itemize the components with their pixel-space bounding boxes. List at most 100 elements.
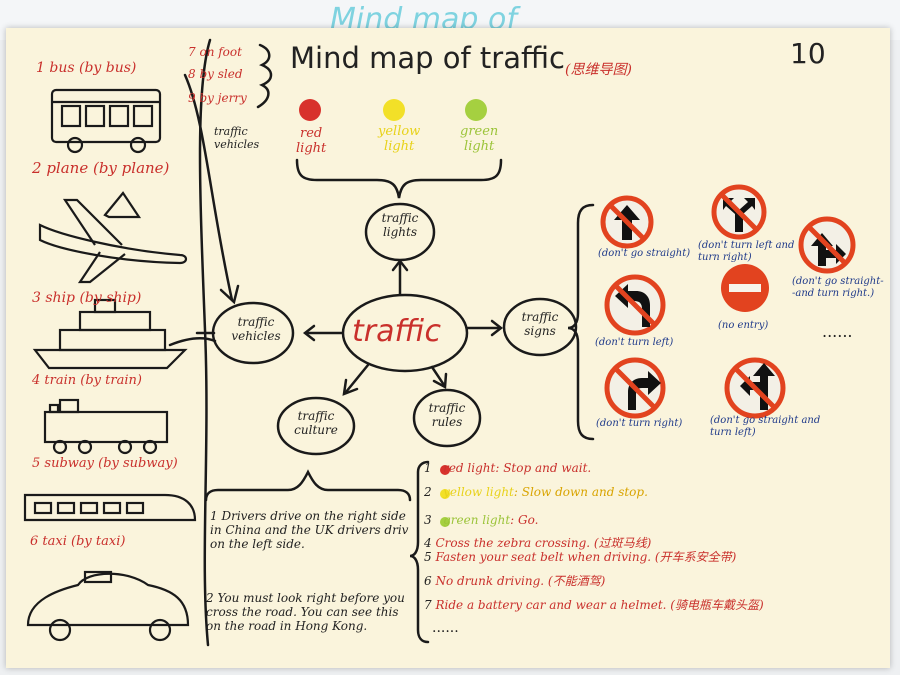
plane-icon <box>38 191 188 284</box>
item-number: 4 <box>424 536 432 550</box>
vehicle-item: 1 bus (by bus) <box>36 60 136 76</box>
rule-green-dot-icon <box>440 517 450 527</box>
taxi-icon <box>26 570 190 642</box>
item-number: 1 <box>36 60 45 76</box>
page-number: 10 <box>790 37 826 70</box>
item-number: 2 <box>424 485 432 499</box>
item-number: 5 <box>32 456 41 471</box>
other-vehicle-label: on foot <box>199 45 242 59</box>
rule-key: yellow light <box>443 485 514 499</box>
ship-icon <box>32 298 188 370</box>
item-number: 2 <box>206 591 214 605</box>
bus-icon <box>50 88 162 154</box>
item-number: 6 <box>30 534 39 549</box>
rule-item: 1 red light: Stop and wait. <box>424 461 592 476</box>
sign-no-left-right-icon <box>711 184 767 240</box>
item-number: 1 <box>210 509 218 523</box>
traffic-vehicles-note: traffic vehicles <box>214 125 260 151</box>
sign-no-left-icon <box>604 274 666 336</box>
red-light-label: red light <box>296 126 327 156</box>
rule-key: red light <box>443 461 496 475</box>
node-signs: traffic signs <box>521 310 559 338</box>
rule-item: 5 Fasten your seat belt when driving. (开… <box>424 550 737 565</box>
rule-item: 2 yellow light: Slow down and stop. <box>424 485 648 500</box>
rule-text: Ride a battery car and wear a helmet. (骑… <box>435 598 764 612</box>
item-number: 9 <box>188 91 196 105</box>
train-icon <box>43 398 169 455</box>
rule-text: Cross the zebra crossing. (过斑马线) <box>435 536 652 550</box>
item-number: 4 <box>32 373 41 388</box>
rule-item: 7 Ride a battery car and wear a helmet. … <box>424 598 764 613</box>
node-rules: traffic rules <box>428 401 466 429</box>
sign-caption: (don't go straight and turn left) <box>710 415 821 438</box>
item-number: 3 <box>32 290 41 306</box>
vehicle-item: 3 ship (by ship) <box>32 290 141 306</box>
rule-text: : Stop and wait. <box>495 461 592 475</box>
vehicle-item: 6 taxi (by taxi) <box>30 534 126 550</box>
culture-item: 2 You must look right before you cross t… <box>206 591 414 633</box>
culture-text: You must look right before you cross the… <box>206 591 405 633</box>
other-vehicle-label: by jerry <box>199 91 247 105</box>
vehicle-label: bus (by bus) <box>49 60 137 76</box>
vehicle-item: 5 subway (by subway) <box>32 456 178 472</box>
other-vehicle-item: 9 by jerry <box>188 91 247 106</box>
item-number: 2 <box>32 159 42 177</box>
page-title: Mind map of traffic <box>290 41 565 75</box>
item-number: 7 <box>188 45 196 59</box>
vehicle-label: taxi (by taxi) <box>42 534 126 549</box>
rule-item: 4 Cross the zebra crossing. (过斑马线) <box>424 536 652 551</box>
culture-oval <box>276 396 356 456</box>
sign-no-straight-right-icon <box>798 216 856 274</box>
green-light-label: green light <box>460 124 499 154</box>
item-number: 7 <box>424 598 432 612</box>
item-number: 3 <box>424 513 432 527</box>
vehicle-item: 2 plane (by plane) <box>32 159 169 177</box>
node-lights: traffic lights <box>381 211 419 239</box>
rule-text: : Slow down and stop. <box>513 485 648 499</box>
sign-caption: (no entry) <box>718 320 769 331</box>
vehicle-label: subway (by subway) <box>44 456 178 471</box>
sign-no-straight-icon <box>600 195 654 249</box>
vehicle-label: train (by train) <box>44 373 142 388</box>
rule-red-dot-icon <box>440 465 450 475</box>
rule-text: Fasten your seat belt when driving. (开车系… <box>435 550 737 564</box>
subway-icon <box>23 493 197 522</box>
center-label: traffic <box>352 314 441 349</box>
rule-item: 3 green light: Go. <box>424 513 539 528</box>
vehicle-item: 4 train (by train) <box>32 373 142 389</box>
red-light-icon <box>299 99 321 121</box>
culture-item: 1 Drivers drive on the right side in Chi… <box>210 509 410 551</box>
item-number: 1 <box>424 461 432 475</box>
node-culture: traffic culture <box>294 409 338 437</box>
sign-caption: (don't turn left and turn right) <box>698 240 795 263</box>
sign-no-right-icon <box>604 357 666 419</box>
sign-no-straight-left-icon <box>724 357 786 419</box>
yellow-light-label: yellow light <box>378 124 421 154</box>
title-chinese: (思维导图) <box>565 62 632 78</box>
rule-item: 6 No drunk driving. (不能酒驾) <box>424 574 606 589</box>
yellow-light-icon <box>383 99 405 121</box>
item-number: 6 <box>424 574 432 588</box>
sign-no-entry-icon <box>721 264 769 312</box>
rule-text: : Go. <box>510 513 539 527</box>
sign-caption: (don't go straight- -and turn right.) <box>792 276 884 299</box>
culture-text: Drivers drive on the right side in China… <box>210 509 409 551</box>
vehicle-label: ship (by ship) <box>45 290 142 306</box>
sign-caption: (don't turn left) <box>595 337 674 348</box>
rule-yellow-dot-icon <box>440 489 450 499</box>
poster-paper <box>6 28 890 668</box>
item-number: 5 <box>424 550 432 564</box>
rule-text: No drunk driving. (不能酒驾) <box>435 574 606 588</box>
green-light-icon <box>465 99 487 121</box>
signs-oval <box>502 297 578 357</box>
node-vehicles: traffic vehicles <box>231 315 281 343</box>
rule-key: green light <box>443 513 511 527</box>
other-vehicle-item: 8 by sled <box>188 67 243 82</box>
signs-more: ...... <box>822 322 853 341</box>
rules-more: ...... <box>432 620 459 636</box>
sign-caption: (don't turn right) <box>596 418 683 429</box>
sign-caption: (don't go straight) <box>598 248 691 259</box>
item-number: 8 <box>188 67 196 81</box>
